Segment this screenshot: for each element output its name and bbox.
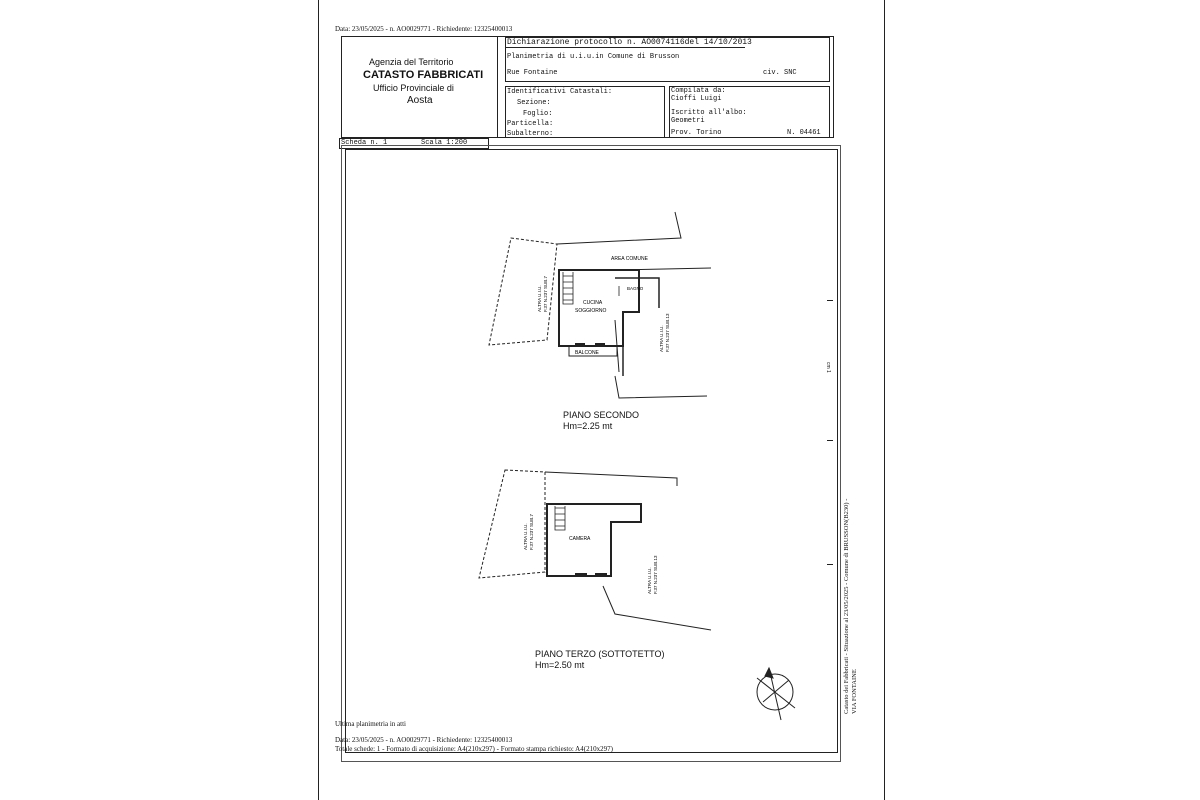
altra-uiu-right-f3: ALTRA U.I.U.: [647, 567, 652, 594]
floor2-bathroom-walls: [615, 277, 660, 308]
piano-secondo-height: Hm=2.25 mt: [563, 421, 613, 431]
altra-uiu-right-sub-f2: F.37 N.237 SUB.13: [665, 313, 670, 352]
albo-value: Geometri: [671, 117, 705, 125]
sezione-label: Sezione:: [517, 99, 551, 107]
floor3-stairs: [555, 507, 565, 527]
bagno-label: BAGNO: [627, 286, 644, 291]
area-comune-label: AREA COMUNE: [611, 256, 649, 262]
subalterno-label: Subalterno:: [507, 130, 554, 138]
side-cm-mark: cm 1: [825, 362, 831, 373]
scheda-box: [339, 138, 489, 149]
street-name: Rue Fontaine: [507, 69, 558, 77]
iscritto-label: Iscritto all'albo:: [671, 109, 747, 117]
planimetria-comune: Planimetria di u.i.u.in Comune di Brusso…: [507, 53, 680, 61]
ufficio-city: Aosta: [407, 95, 433, 106]
compiler-name: Cioffi Luigi: [671, 95, 722, 103]
albo-number: N. 04461: [787, 129, 821, 137]
identificativi-title: Identificativi Catastali:: [507, 88, 613, 96]
compilata-box: [669, 86, 830, 138]
ultima-planimetria: Ultima planimetria in atti: [335, 720, 406, 728]
altra-uiu-left-f2: ALTRA U.I.U.: [537, 285, 542, 312]
piano-terzo-height: Hm=2.50 mt: [535, 660, 585, 670]
piano-secondo-title: PIANO SECONDO: [563, 410, 640, 420]
altra-uiu-left-sub-f2: F.37 N.237 SUB.7: [543, 275, 548, 312]
floor2-lower-right-edge: [614, 319, 620, 373]
altra-uiu-left-f3: ALTRA U.I.U.: [523, 523, 528, 550]
footer-request-line: Data: 23/05/2025 - n. AO0029771 - Richie…: [335, 736, 513, 744]
agency-name: Agenzia del Territorio: [369, 57, 454, 67]
ufficio-label: Ufficio Provinciale di: [373, 83, 454, 93]
declaration-protocol: Dichiarazione protocollo n. AO0074116del…: [507, 38, 752, 47]
building-outline-top-f3: [544, 471, 678, 486]
floor-plans-drawing: AREA COMUNE BAGNO CUCINA SOGGIORNO BALCO…: [478, 211, 796, 721]
catasto-title: CATASTO FABBRICATI: [363, 69, 484, 81]
altra-uiu-right-sub-f3: F.37 N.237 SUB.13: [653, 555, 658, 594]
tick-mark-1: [827, 300, 833, 301]
building-outline-top: [556, 211, 682, 245]
building-outline-bottom-f3: [602, 585, 712, 631]
compilata-title: Compilata da:: [671, 87, 726, 95]
floor3-unit-walls: [546, 503, 642, 577]
soggiorno-label: SOGGIORNO: [575, 308, 607, 314]
balcone-label: BALCONE: [575, 350, 600, 356]
north-arrow-icon: [756, 666, 796, 721]
camera-label: CAMERA: [569, 536, 591, 542]
particella-label: Particella:: [507, 120, 554, 128]
vertical-catasto-note: Catasto dei Fabbricati - Situazione al 2…: [843, 498, 850, 714]
footer-totale-schede: Totale schede: 1 - Formato di acquisizio…: [335, 745, 613, 753]
floor2-stairs: [563, 275, 573, 301]
piano-terzo-title: PIANO TERZO (SOTTOTETTO): [535, 649, 665, 659]
cucina-label: CUCINA: [583, 300, 603, 306]
adjacent-unit-left-outline-f3: [478, 469, 546, 579]
altra-uiu-right-f2: ALTRA U.I.U.: [659, 325, 664, 352]
floor3-stair-frame: [554, 506, 566, 531]
outer-frame: [341, 145, 841, 762]
adjacent-unit-left-outline: [488, 237, 558, 346]
civic-number: civ. SNC: [763, 69, 797, 77]
declaration-box: [505, 37, 830, 82]
declaration-rule: [505, 47, 745, 48]
document-sheet: Data: 23/05/2025 - n. AO0029771 - Richie…: [318, 0, 885, 800]
drawing-frame: [345, 149, 838, 753]
tick-mark-3: [827, 564, 833, 565]
vertical-street-note: VIA FONTAINE: [851, 669, 858, 714]
floor2-stair-frame: [562, 272, 574, 305]
header-divider: [497, 36, 498, 138]
scale-label: Scala 1:200: [421, 139, 468, 147]
tick-mark-2: [827, 440, 833, 441]
altra-uiu-left-sub-f3: F.37 N.237 SUB.7: [529, 513, 534, 550]
province-label: Prov. Torino: [671, 129, 722, 137]
building-outline-bottom: [614, 375, 708, 399]
identificativi-box: [505, 86, 665, 138]
foglio-label: Foglio:: [523, 110, 553, 118]
header-request-line: Data: 23/05/2025 - n. AO0029771 - Richie…: [335, 25, 513, 33]
scheda-number: Scheda n. 1: [341, 139, 388, 147]
